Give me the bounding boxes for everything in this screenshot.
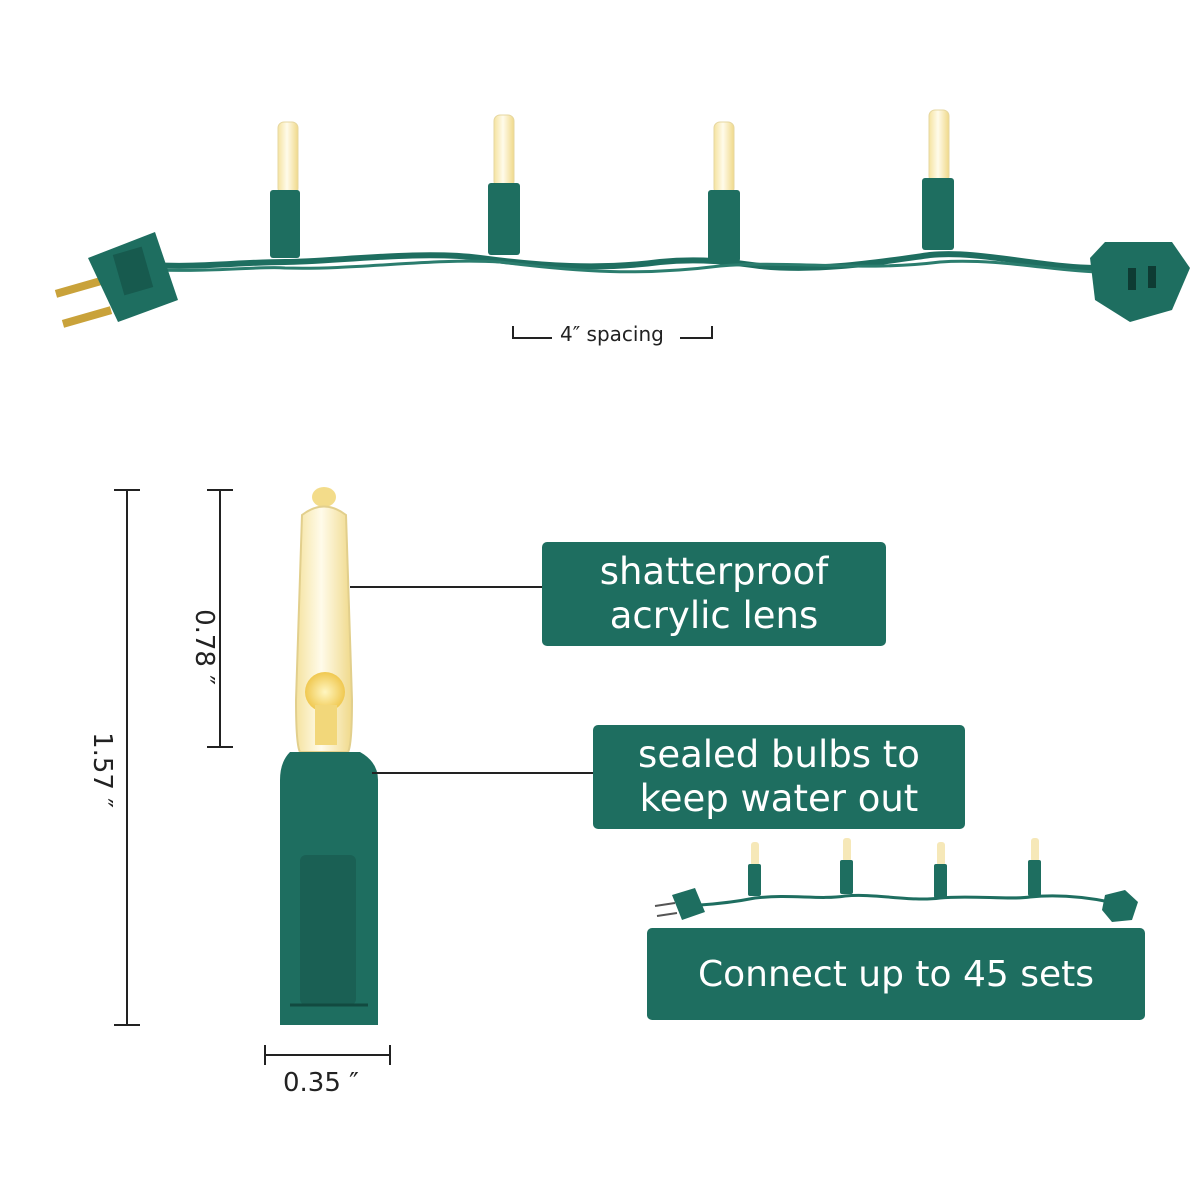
width-dimension: [264, 1045, 391, 1065]
lens-callout: shatterproof acrylic lens: [542, 542, 886, 646]
lens-callout-line-1: shatterproof: [599, 550, 829, 593]
top-light-string: [54, 109, 1190, 339]
lens-callout-line-2: acrylic lens: [609, 594, 819, 637]
connect-callout: Connect up to 45 sets: [647, 928, 1145, 1020]
bulb-1: [270, 121, 300, 258]
bulb-detail: [280, 487, 378, 1025]
bulb-2: [488, 114, 520, 255]
height-dimension-total: [114, 489, 140, 1026]
sealed-callout: sealed bulbs to keep water out: [593, 725, 965, 829]
lens-height-label: 0.78 ″: [188, 609, 219, 685]
mini-bulbs: [748, 838, 1041, 898]
mini-socket-icon: [1102, 890, 1138, 922]
bulb-3: [708, 121, 740, 262]
height-dimension-lens: [207, 489, 233, 748]
socket-icon: [1090, 242, 1190, 322]
mini-plug-icon: [654, 888, 705, 920]
mini-light-string: [654, 838, 1138, 922]
width-label: 0.35 ″: [283, 1068, 359, 1098]
plug-icon: [54, 232, 178, 328]
sealed-callout-line-2: keep water out: [639, 777, 919, 820]
bulb-4: [922, 109, 954, 250]
string-wire: [149, 251, 1101, 271]
total-height-label: 1.57 ″: [86, 732, 117, 808]
spacing-label: 4″ spacing: [560, 322, 664, 346]
sealed-callout-line-1: sealed bulbs to: [638, 733, 920, 776]
connect-callout-text: Connect up to 45 sets: [697, 953, 1095, 995]
spacing-bracket: [512, 326, 713, 339]
